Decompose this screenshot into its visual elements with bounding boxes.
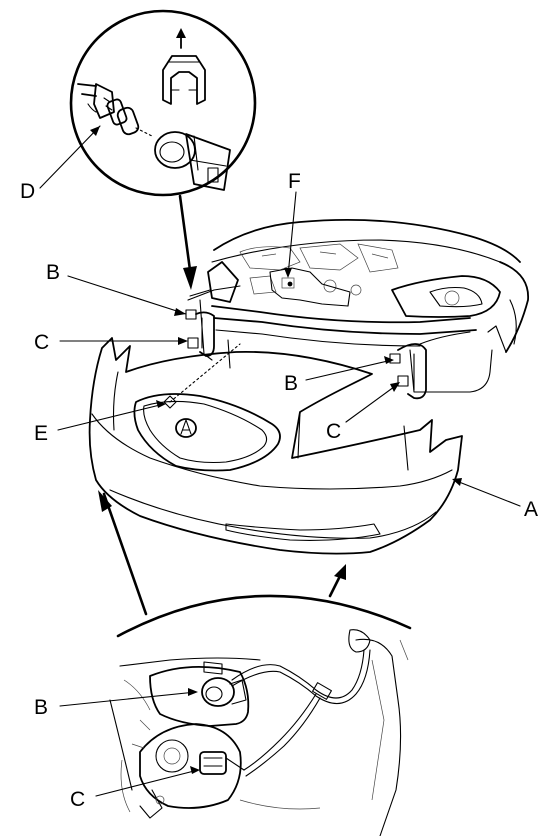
connector-detail-view [69, 9, 257, 197]
leader-b-top [67, 275, 187, 316]
leader-e [57, 400, 166, 431]
callout-b-mid: B [284, 372, 298, 395]
leader-b-mid [305, 356, 394, 381]
callout-c-mid: C [326, 420, 341, 443]
callout-b-bottom: B [34, 696, 48, 719]
leader-a [452, 478, 521, 507]
left-fog-lamp-bracket [185, 309, 215, 357]
leader-f [284, 191, 297, 278]
callout-b-top: B [46, 261, 60, 284]
right-fog-lamp-bracket [389, 331, 471, 400]
fog-lamp-connector-b [201, 677, 247, 707]
callout-f: F [288, 170, 301, 193]
leader-d [39, 125, 101, 189]
callout-e: E [34, 422, 48, 445]
callout-c-bottom: C [70, 788, 85, 811]
leader-c-mid [345, 382, 400, 423]
detail-arrow-right [328, 564, 346, 598]
bumper-grille [133, 393, 281, 472]
fog-lamp-detail-view [109, 594, 412, 836]
detail-arrow-left [98, 490, 148, 616]
front-bumper-cover [88, 337, 463, 555]
connector-plug-left [77, 83, 140, 136]
callout-d: D [20, 180, 35, 203]
assembly-arrow-icon [178, 194, 197, 290]
vehicle-front-body [187, 218, 529, 393]
connector-socket-right [154, 131, 231, 191]
detail-circle [69, 9, 257, 197]
connector-lock-clip [162, 55, 206, 105]
acura-emblem [175, 418, 197, 438]
clip-e-marker [163, 343, 241, 409]
leader-c-bottom [95, 766, 200, 797]
callout-a: A [524, 498, 538, 521]
callout-c-top: C [34, 331, 49, 354]
detail-arc [116, 594, 412, 638]
leader-b-bottom [59, 688, 198, 707]
pull-up-arrow-icon [176, 28, 186, 49]
leader-c-top [59, 337, 188, 345]
fog-lamp-connector-c [199, 751, 245, 775]
